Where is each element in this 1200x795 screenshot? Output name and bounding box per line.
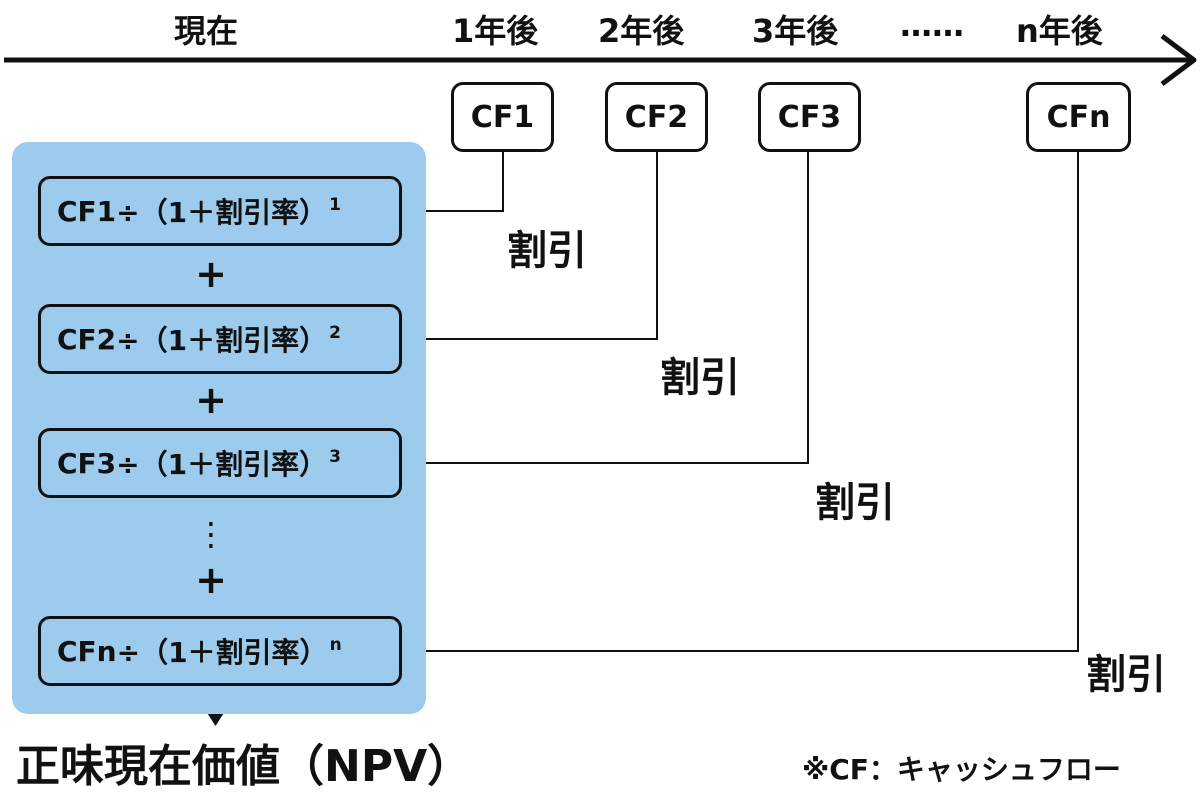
formula-cf: CFn xyxy=(57,634,117,668)
formula-exponent: 3 xyxy=(329,447,341,467)
timeline-label-yearn: n年後 xyxy=(1016,12,1103,50)
timeline-label-year1: 1年後 xyxy=(452,12,539,50)
formula-expr: ÷（1＋割引率） xyxy=(116,448,328,481)
formula-box-n: CFn÷（1＋割引率）n xyxy=(38,616,402,686)
formula-exponent: n xyxy=(329,635,342,655)
discount-label-1: 割引 xyxy=(507,228,587,274)
formula-cf: CF1 xyxy=(57,194,117,228)
formula-expr: ÷（1＋割引率） xyxy=(116,636,328,669)
timeline-label-year2: 2年後 xyxy=(598,12,685,50)
formula-cf: CF2 xyxy=(57,322,117,356)
timeline-label-ellipsis: …… xyxy=(900,6,964,44)
timeline-arrowhead xyxy=(1160,34,1197,86)
discount-label-n: 割引 xyxy=(1086,652,1166,698)
formula-cf: CF3 xyxy=(57,446,117,480)
timeline-label-now: 現在 xyxy=(174,12,239,50)
discount-label-3: 割引 xyxy=(815,480,895,526)
cf3-box: CF3 xyxy=(758,82,861,152)
vertical-dots: ⋮ xyxy=(195,515,227,553)
npv-result-label: 正味現在価値（NPV） xyxy=(16,741,472,792)
cf2-box: CF2 xyxy=(605,82,708,152)
formula-expr: ÷（1＋割引率） xyxy=(116,196,328,229)
formula-expr: ÷（1＋割引率） xyxy=(116,324,328,357)
cf1-box: CF1 xyxy=(451,82,554,152)
connector-cf1 xyxy=(412,152,504,211)
plus-sign: + xyxy=(195,558,227,602)
connector-cf2 xyxy=(412,152,658,339)
formula-box-2: CF2÷（1＋割引率）2 xyxy=(38,304,402,374)
formula-box-3: CF3÷（1＋割引率）3 xyxy=(38,428,402,498)
connector-cf3 xyxy=(412,152,809,463)
connector-cfn xyxy=(412,152,1079,651)
plus-sign: + xyxy=(195,378,227,422)
plus-sign: + xyxy=(195,252,227,296)
cfn-box: CFn xyxy=(1026,82,1131,152)
formula-exponent: 1 xyxy=(329,195,341,215)
footnote: ※CF：キャッシュフロー xyxy=(802,753,1121,786)
timeline-label-year3: 3年後 xyxy=(752,12,839,50)
formula-box-1: CF1÷（1＋割引率）1 xyxy=(38,176,402,246)
discount-label-2: 割引 xyxy=(660,355,740,401)
formula-exponent: 2 xyxy=(329,323,341,343)
